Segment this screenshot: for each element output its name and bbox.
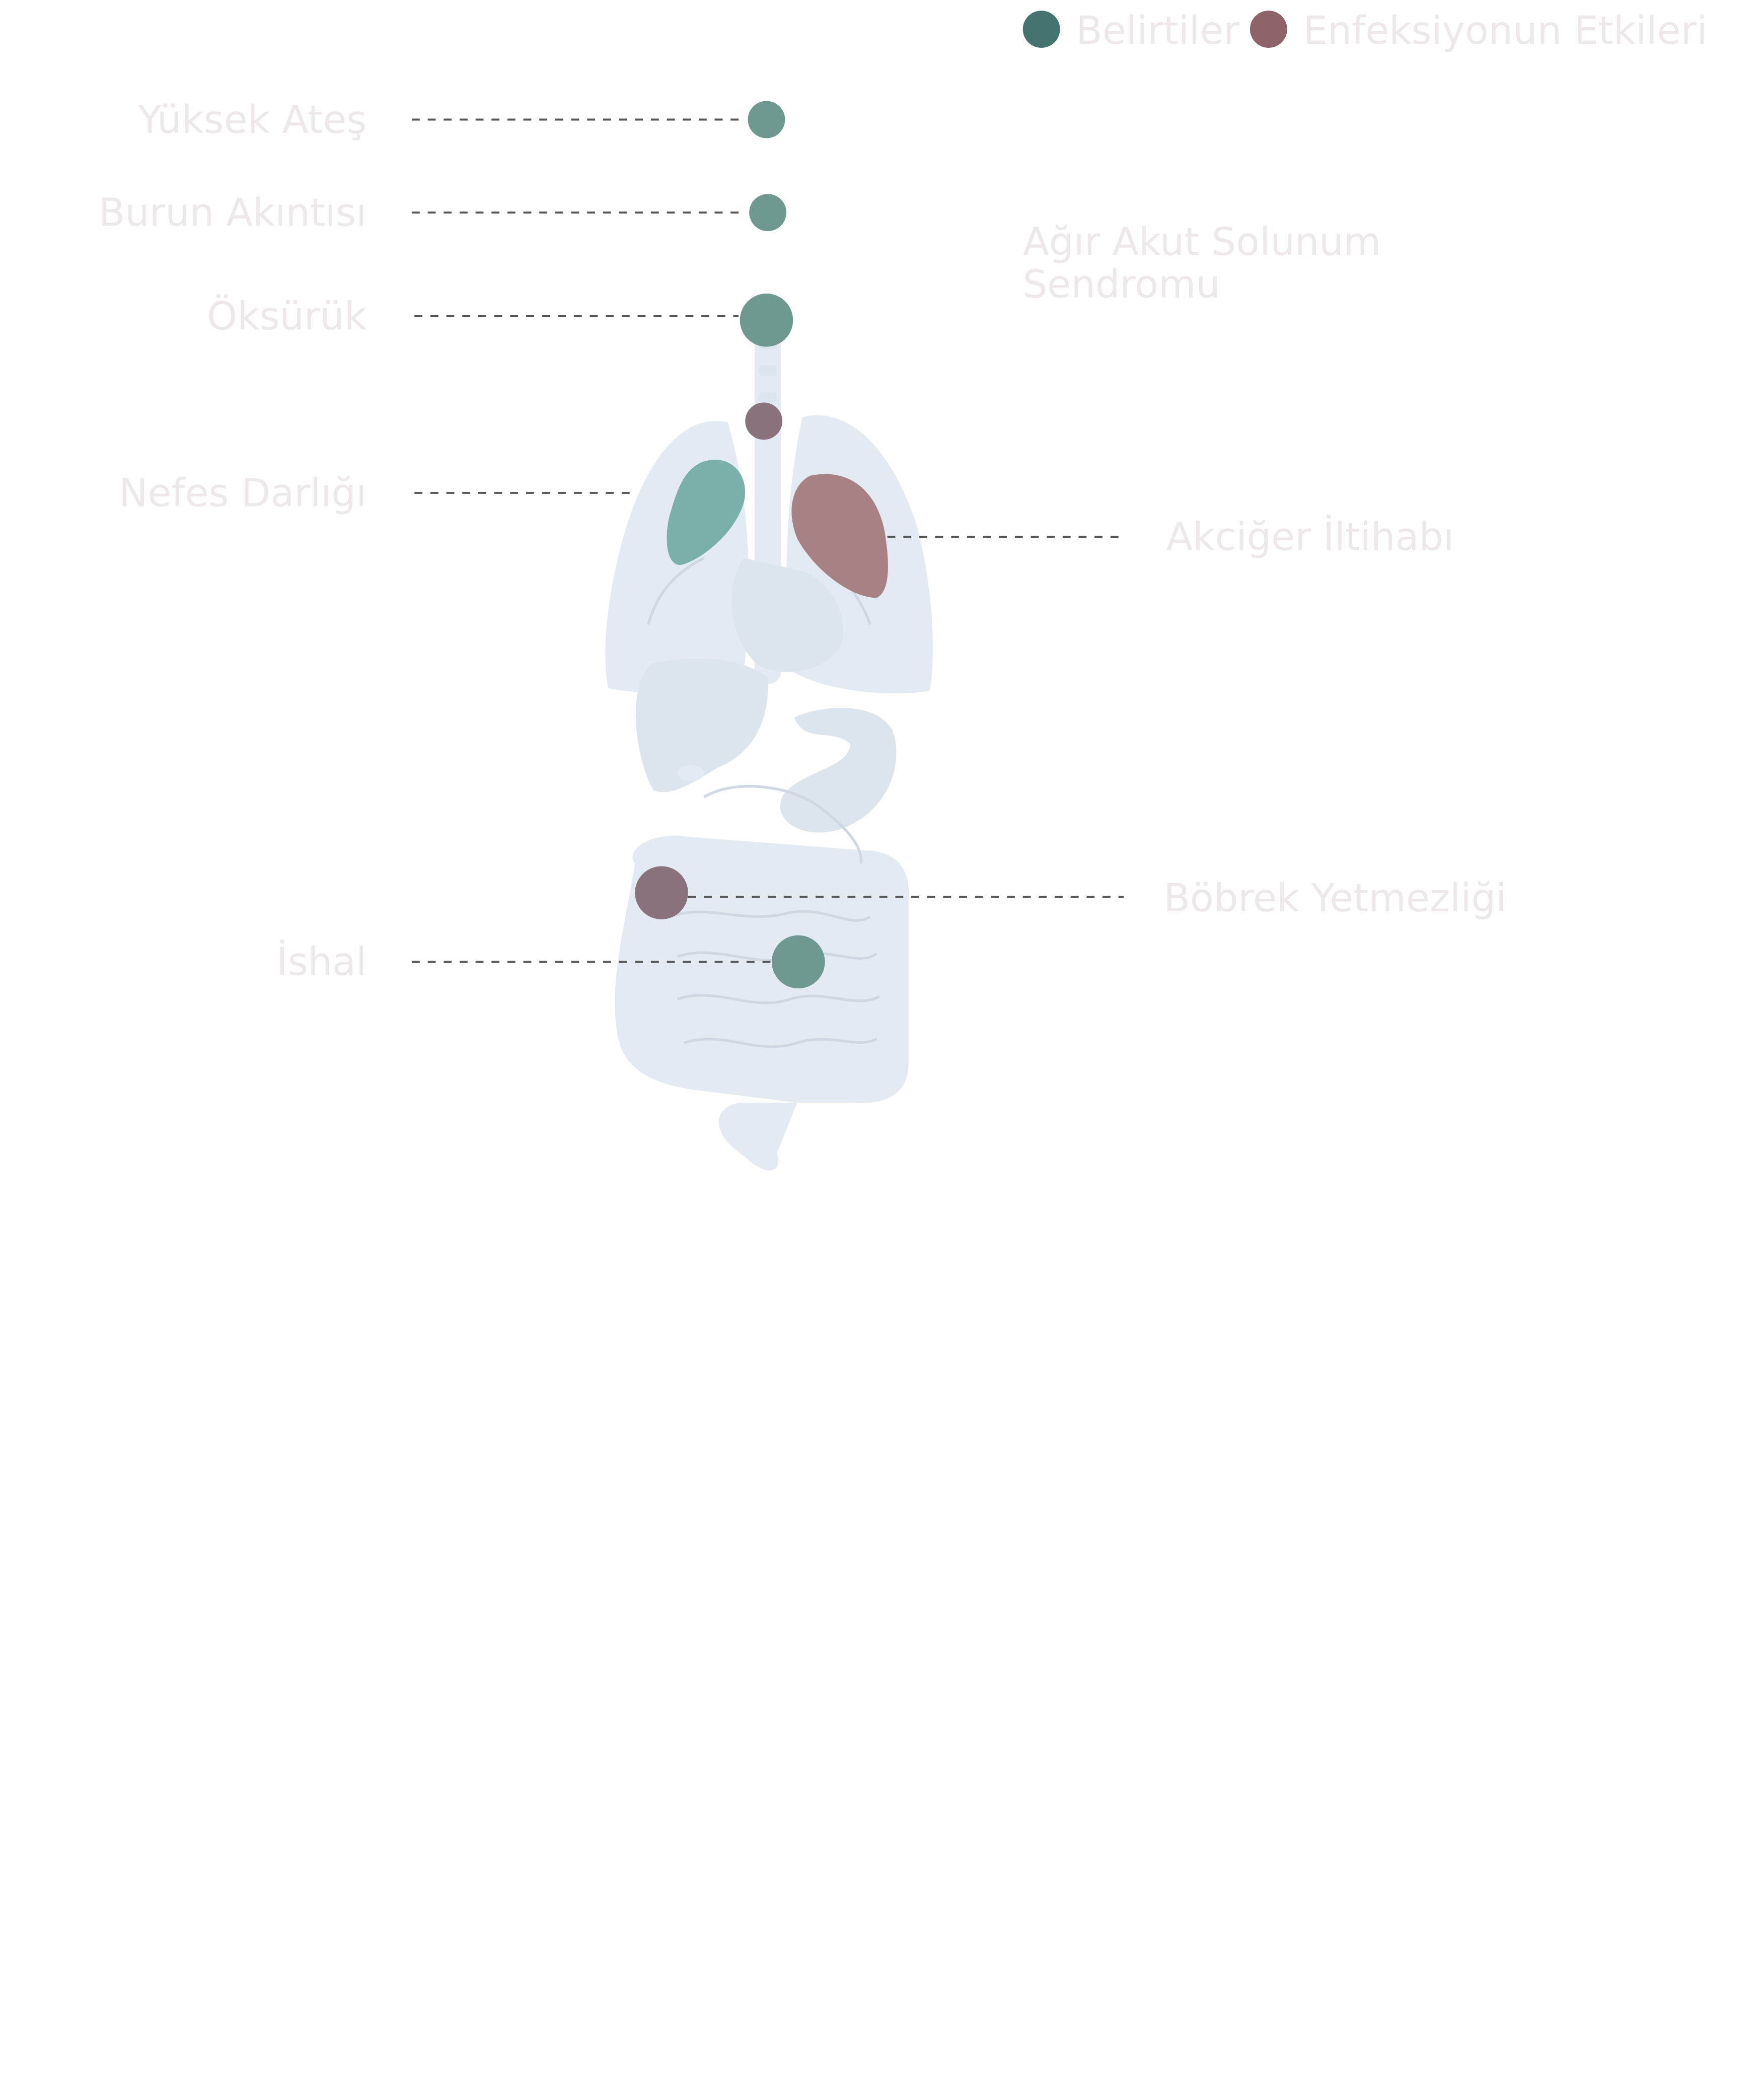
sars-label-line1: Ağır Akut Solunum [1023,220,1381,265]
legend-effects-swatch [1250,11,1287,48]
legend: Belirtiler Enfeksiyonun Etkileri [1022,9,1707,53]
pneumonia-label: Akciğer İltihabı [1166,515,1454,559]
lung-symptom-highlight [667,460,746,565]
kidney-label: Böbrek Yetmezliği [1163,876,1506,921]
intestines [615,785,909,1171]
heart [731,558,843,673]
runny-nose-label: Burun Akıntısı [99,191,366,236]
legend-symptoms-label: Belirtiler [1076,9,1239,53]
fever-label: Yüksek Ateş [137,98,366,142]
diarrhea-marker [772,935,825,989]
legend-symptoms-swatch [1022,11,1060,48]
sars-label-line2: Sendromu [1023,262,1220,307]
fever-marker [748,101,785,138]
breath-label: Nefes Darlığı [119,471,366,516]
stomach [780,707,897,833]
cough-marker [740,294,793,347]
cough-label: Öksürük [207,294,367,339]
sars-marker [745,402,783,440]
legend-effects-label: Enfeksiyonun Etkileri [1303,9,1707,53]
lung-effect-highlight [791,474,888,598]
runny-nose-marker [749,194,787,232]
diarrhea-label: İshal [276,940,366,985]
kidney-marker [635,866,688,919]
liver [635,658,768,792]
gallbladder [677,765,704,781]
